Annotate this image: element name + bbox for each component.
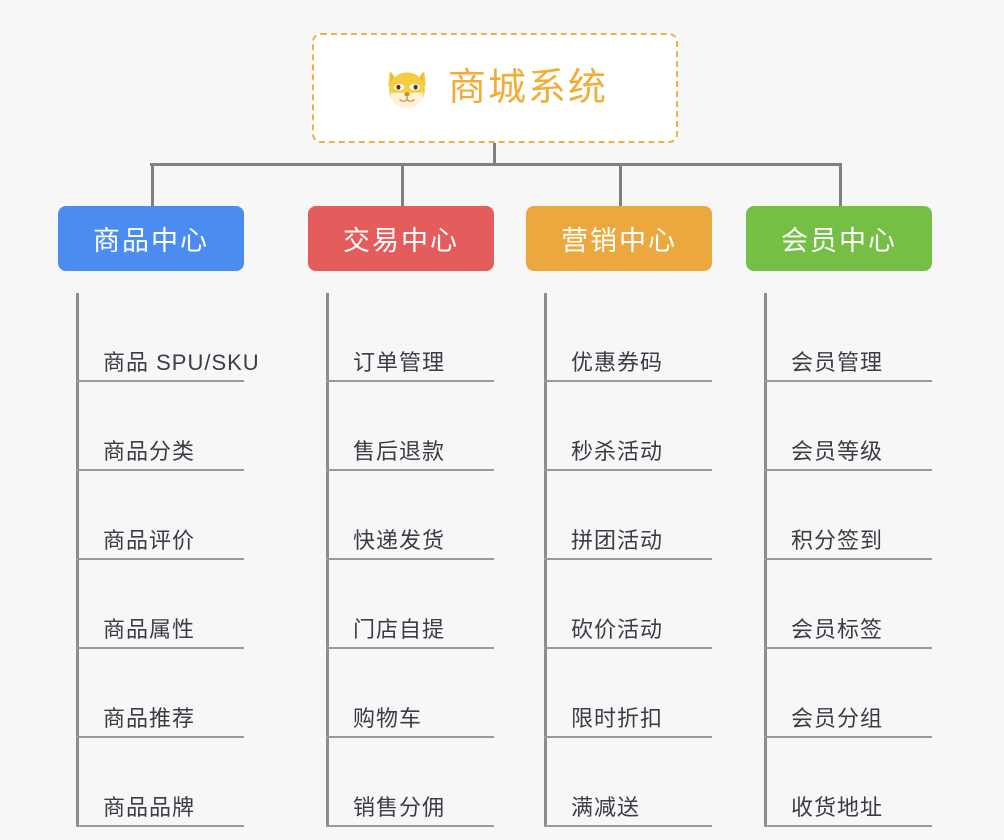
category-box[interactable]: 交易中心 bbox=[308, 206, 494, 271]
leaf-item-label: 会员分组 bbox=[791, 705, 884, 731]
category-box[interactable]: 会员中心 bbox=[746, 206, 932, 271]
leaf-item[interactable]: 销售分佣 bbox=[326, 738, 494, 827]
leaf-item[interactable]: 购物车 bbox=[326, 649, 494, 738]
leaf-item-label: 秒杀活动 bbox=[571, 438, 664, 464]
leaf-item-label: 快递发货 bbox=[353, 527, 446, 553]
leaf-item[interactable]: 门店自提 bbox=[326, 560, 494, 649]
leaf-list: 订单管理售后退款快递发货门店自提购物车销售分佣 bbox=[308, 293, 494, 827]
leaf-item-label: 商品属性 bbox=[103, 616, 196, 642]
leaf-item-label: 商品推荐 bbox=[103, 705, 196, 731]
leaf-item[interactable]: 快递发货 bbox=[326, 471, 494, 560]
root-title: 商城系统 bbox=[447, 67, 608, 109]
leaf-item-label: 优惠券码 bbox=[571, 349, 664, 375]
connector-root-stem bbox=[493, 143, 496, 165]
leaf-item[interactable]: 商品品牌 bbox=[76, 738, 244, 827]
branch-column: 商品中心商品 SPU/SKU 商品分类商品评价商品属性商品推荐商品品牌 bbox=[58, 206, 259, 827]
branch-spine bbox=[76, 293, 79, 827]
branch-spine bbox=[544, 293, 547, 827]
leaf-list: 会员管理会员等级积分签到会员标签会员分组收货地址 bbox=[746, 293, 932, 827]
leaf-item[interactable]: 订单管理 bbox=[326, 293, 494, 382]
leaf-item[interactable]: 满减送 bbox=[544, 738, 712, 827]
leaf-item[interactable]: 优惠券码 bbox=[544, 293, 712, 382]
leaf-item-label: 售后退款 bbox=[353, 438, 446, 464]
leaf-item-label: 订单管理 bbox=[353, 349, 446, 375]
leaf-list: 优惠券码秒杀活动拼团活动砍价活动限时折扣满减送 bbox=[526, 293, 712, 827]
shiba-dog-face-icon bbox=[388, 70, 426, 109]
leaf-item[interactable]: 商品 SPU/SKU bbox=[76, 293, 259, 382]
root-node[interactable]: 商城系统 bbox=[312, 33, 678, 143]
leaf-item-label: 商品分类 bbox=[103, 438, 196, 464]
branch-spine bbox=[764, 293, 767, 827]
leaf-item-label: 购物车 bbox=[353, 705, 423, 731]
leaf-item[interactable]: 砍价活动 bbox=[544, 560, 712, 649]
leaf-item-label: 会员等级 bbox=[791, 438, 884, 464]
leaf-item[interactable]: 商品属性 bbox=[76, 560, 244, 649]
leaf-item[interactable]: 售后退款 bbox=[326, 382, 494, 471]
connector-drop-3 bbox=[619, 163, 622, 206]
connector-drop-1 bbox=[151, 163, 154, 206]
leaf-item[interactable]: 限时折扣 bbox=[544, 649, 712, 738]
branch-column: 营销中心优惠券码秒杀活动拼团活动砍价活动限时折扣满减送 bbox=[526, 206, 712, 827]
leaf-item-label: 门店自提 bbox=[353, 616, 446, 642]
leaf-item-label: 会员标签 bbox=[791, 616, 884, 642]
leaf-item-label: 商品 SPU/SKU bbox=[103, 349, 260, 375]
category-box[interactable]: 营销中心 bbox=[526, 206, 712, 271]
leaf-item[interactable]: 收货地址 bbox=[764, 738, 932, 827]
category-box[interactable]: 商品中心 bbox=[58, 206, 244, 271]
leaf-item[interactable]: 积分签到 bbox=[764, 471, 932, 560]
leaf-item-label: 收货地址 bbox=[791, 794, 884, 820]
leaf-item[interactable]: 会员管理 bbox=[764, 293, 932, 382]
leaf-item[interactable]: 商品评价 bbox=[76, 471, 244, 560]
connector-horizontal-bus bbox=[150, 163, 840, 166]
leaf-list: 商品 SPU/SKU 商品分类商品评价商品属性商品推荐商品品牌 bbox=[58, 293, 259, 827]
leaf-item-label: 拼团活动 bbox=[571, 527, 664, 553]
leaf-item-label: 商品评价 bbox=[103, 527, 196, 553]
leaf-item-label: 销售分佣 bbox=[353, 794, 446, 820]
leaf-item[interactable]: 会员分组 bbox=[764, 649, 932, 738]
branch-column: 交易中心订单管理售后退款快递发货门店自提购物车销售分佣 bbox=[308, 206, 494, 827]
connector-drop-2 bbox=[401, 163, 404, 206]
leaf-item[interactable]: 会员标签 bbox=[764, 560, 932, 649]
branch-column: 会员中心会员管理会员等级积分签到会员标签会员分组收货地址 bbox=[746, 206, 932, 827]
leaf-item[interactable]: 商品推荐 bbox=[76, 649, 244, 738]
leaf-item[interactable]: 拼团活动 bbox=[544, 471, 712, 560]
leaf-item-label: 限时折扣 bbox=[571, 705, 664, 731]
leaf-item-label: 会员管理 bbox=[791, 349, 884, 375]
branch-spine bbox=[326, 293, 329, 827]
leaf-item-label: 商品品牌 bbox=[103, 794, 196, 820]
leaf-item-label: 满减送 bbox=[571, 794, 641, 820]
leaf-item[interactable]: 秒杀活动 bbox=[544, 382, 712, 471]
leaf-item[interactable]: 会员等级 bbox=[764, 382, 932, 471]
leaf-item-label: 砍价活动 bbox=[571, 616, 664, 642]
leaf-item-label: 积分签到 bbox=[791, 527, 884, 553]
connector-drop-4 bbox=[839, 163, 842, 206]
leaf-item[interactable]: 商品分类 bbox=[76, 382, 244, 471]
